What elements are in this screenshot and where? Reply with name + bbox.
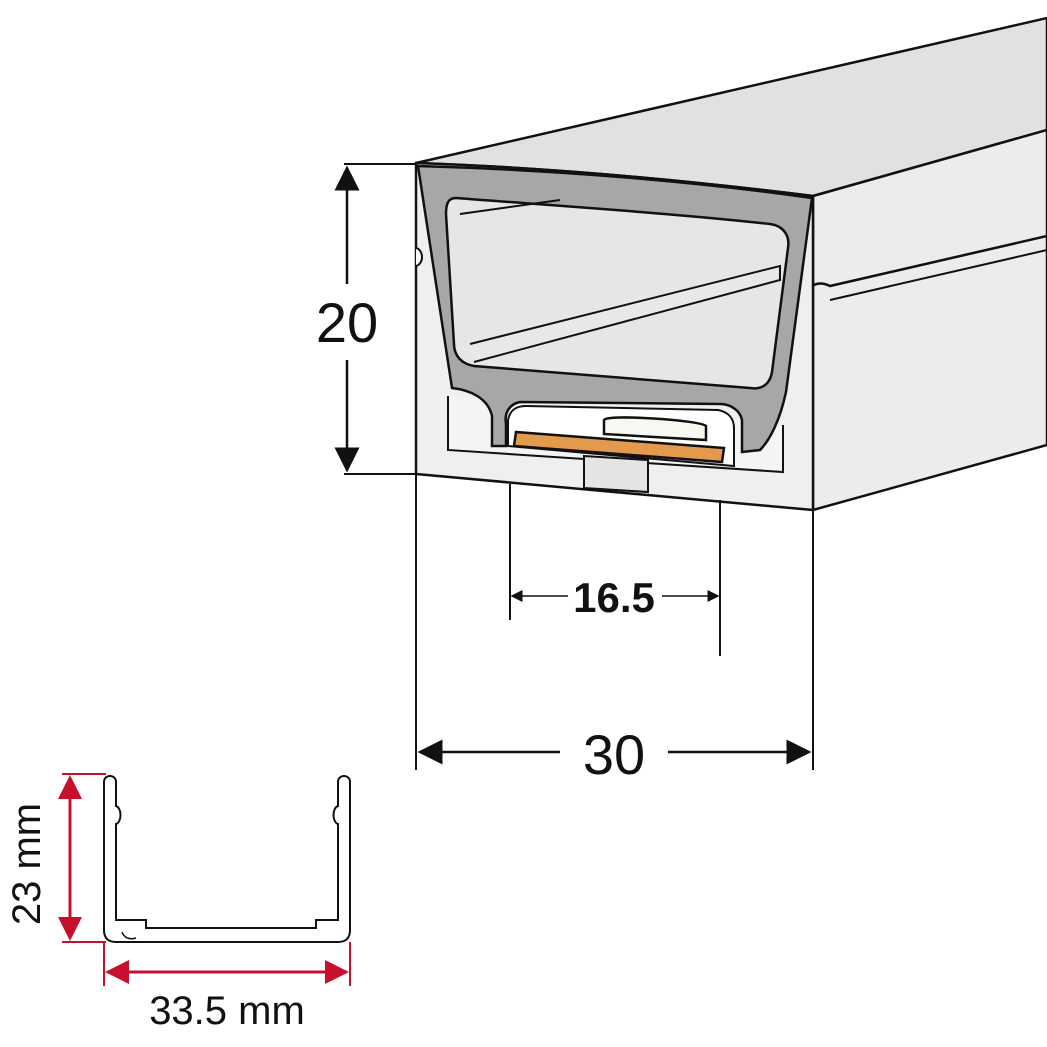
height-label: 20: [316, 291, 378, 354]
pcb-strip: [512, 430, 726, 464]
cavity-highlight-2: [469, 264, 781, 363]
dimension-inner-width: 16.5: [509, 484, 721, 656]
width-label: 30: [583, 723, 645, 786]
left-notch: [415, 247, 423, 267]
channel-dimension-height: 23 mm: [5, 773, 106, 943]
inner-width-label: 16.5: [573, 574, 655, 621]
profile-3d: [414, 16, 1047, 512]
dimension-height: 20: [316, 163, 416, 475]
bottom-rib: [583, 454, 649, 494]
mounting-channel: [103, 775, 351, 943]
channel-dimension-width: 33.5 mm: [103, 942, 351, 1033]
profile-side-surface: [811, 128, 1047, 512]
led-chip: [602, 416, 708, 442]
diffuser-cavity: [444, 196, 790, 390]
channel-outline: [103, 775, 351, 943]
dimension-width: 30: [415, 474, 814, 786]
channel-inner-line: [121, 931, 137, 940]
channel-height-label: 23 mm: [5, 803, 49, 925]
side-groove-lower: [829, 249, 1047, 301]
channel-width-label: 33.5 mm: [149, 989, 305, 1033]
cavity-highlight-1: [459, 199, 561, 215]
